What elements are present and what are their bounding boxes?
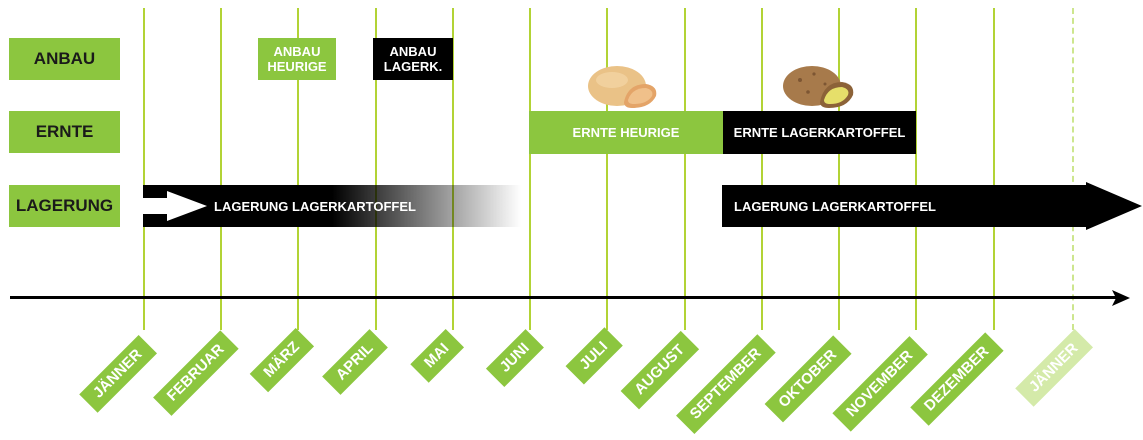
row-label-anbau: ANBAU bbox=[9, 38, 120, 80]
month-line bbox=[297, 8, 299, 330]
ernte-lagerkartoffel-bar: ERNTE LAGERKARTOFFEL bbox=[723, 111, 916, 154]
month-line bbox=[529, 8, 531, 330]
potato-heurige-icon bbox=[588, 66, 657, 108]
month-line bbox=[375, 8, 377, 330]
month-line bbox=[684, 8, 686, 330]
month-tag: JÄNNER bbox=[79, 335, 157, 413]
axis-arrow-icon bbox=[1112, 290, 1130, 306]
ernte-heurige-bar: ERNTE HEURIGE bbox=[529, 111, 723, 154]
anbau-lagerk-line1: ANBAU bbox=[389, 44, 437, 59]
anbau-heurige-line2: HEURIGE bbox=[267, 59, 327, 74]
anbau-lagerk-line2: LAGERK. bbox=[383, 59, 443, 74]
row-label-ernte: ERNTE bbox=[9, 111, 120, 153]
month-tag: MAI bbox=[410, 329, 464, 383]
lagerung-bar-1-label: LAGERUNG LAGERKARTOFFEL bbox=[214, 199, 416, 214]
lagerung-bar-2 bbox=[722, 182, 1142, 230]
lagerung-bar-2-label: LAGERUNG LAGERKARTOFFEL bbox=[734, 199, 936, 214]
month-tag: DEZEMBER bbox=[910, 332, 1004, 426]
month-tag: AUGUST bbox=[620, 330, 700, 410]
month-line-dashed bbox=[1072, 8, 1074, 330]
anbau-lagerk-box: ANBAU LAGERK. bbox=[373, 38, 453, 80]
month-line bbox=[143, 8, 145, 330]
month-tag: JUNI bbox=[485, 328, 545, 388]
time-axis-line bbox=[10, 296, 1122, 299]
ernte-heurige-label: ERNTE HEURIGE bbox=[572, 125, 680, 140]
potato-lagerkartoffel-icon bbox=[783, 66, 854, 108]
arrow-right-icon bbox=[143, 191, 207, 221]
month-tag: FEBRUAR bbox=[153, 330, 239, 416]
anbau-heurige-line1: ANBAU bbox=[273, 44, 321, 59]
month-line bbox=[220, 8, 222, 330]
month-tag: APRIL bbox=[322, 329, 388, 395]
month-tag: JÄNNER bbox=[1015, 329, 1093, 407]
ernte-lagerkartoffel-label: ERNTE LAGERKARTOFFEL bbox=[733, 125, 906, 140]
month-line bbox=[993, 8, 995, 330]
row-label-lagerung: LAGERUNG bbox=[9, 185, 120, 227]
month-line bbox=[452, 8, 454, 330]
month-line bbox=[915, 8, 917, 330]
month-tag: MÄRZ bbox=[249, 327, 315, 393]
month-line bbox=[606, 8, 608, 330]
anbau-heurige-box: ANBAU HEURIGE bbox=[258, 38, 336, 80]
month-tag: JULI bbox=[565, 327, 623, 385]
month-line bbox=[838, 8, 840, 330]
month-line bbox=[761, 8, 763, 330]
